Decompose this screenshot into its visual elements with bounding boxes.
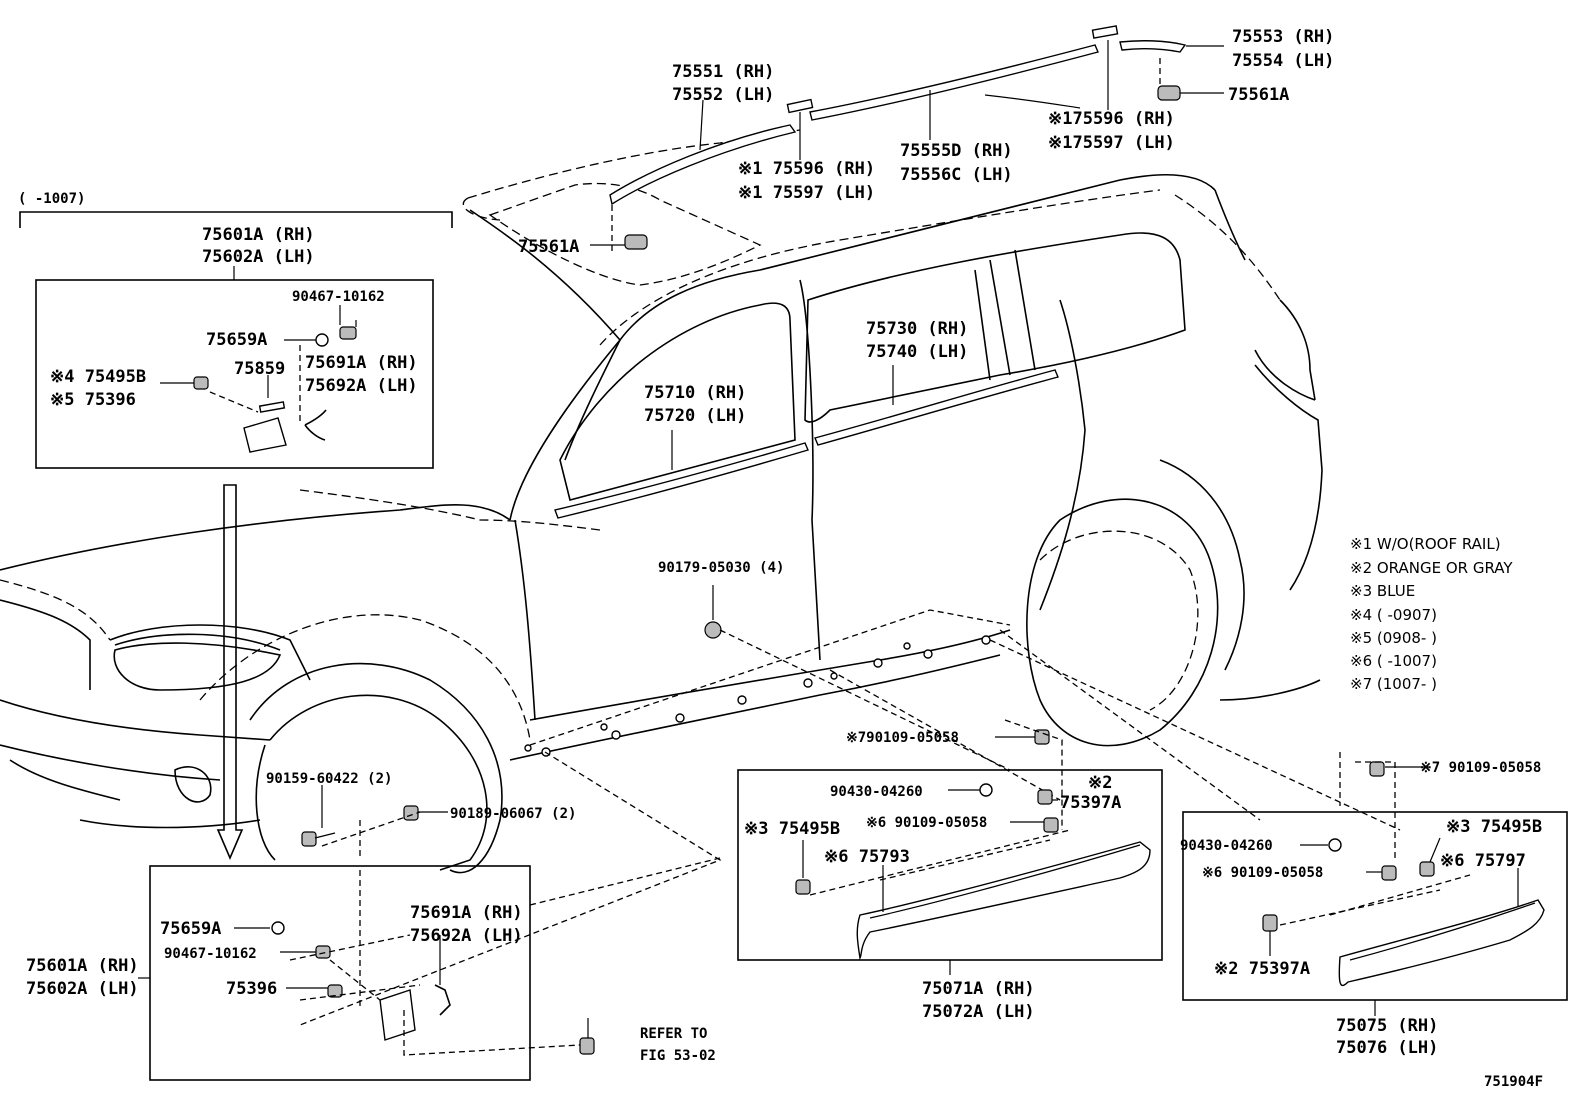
- front-roof-rail: [609, 124, 797, 206]
- label-mid-90430: 90430-04260: [830, 784, 923, 800]
- label-roof-tape-a-lh: ※175597 (LH): [1048, 133, 1175, 153]
- label-rt-90109: ※6 90109-05058: [1202, 865, 1323, 881]
- note-6: ※6 ( -1007): [1350, 652, 1437, 670]
- label-inset-75659a: 75659A: [206, 330, 267, 350]
- label-90159: 90159-60422 (2): [266, 771, 392, 787]
- note-5: ※5 (0908- ): [1350, 629, 1437, 647]
- label-mid-75397a: 75397A: [1060, 793, 1121, 813]
- roof-leaders: [590, 40, 1224, 246]
- roof-tape-center: [786, 98, 814, 114]
- label-75710: 75710 (RH): [644, 383, 746, 403]
- label-mid-75072a: 75072A (LH): [922, 1002, 1035, 1022]
- rear-roof-rail: [1119, 40, 1187, 53]
- label-low-75601a: 75601A (RH): [26, 956, 139, 976]
- label-inset-75691a: 75691A (RH): [305, 353, 418, 373]
- note-1: ※1 W/O(ROOF RAIL): [1350, 535, 1501, 553]
- rear-door-belt-molding: [814, 369, 1059, 446]
- label-refer-fig: FIG 53-02: [640, 1048, 716, 1064]
- label-inset-75495b: ※4 75495B: [50, 367, 146, 387]
- rocker-clips: [299, 585, 1401, 1026]
- label-roof-tape-b-rh: ※1 75596 (RH): [738, 159, 875, 179]
- label-mid-75793: ※6 75793: [824, 847, 910, 867]
- label-75556c: 75556C (LH): [900, 165, 1013, 185]
- middle-inset: [737, 719, 1163, 961]
- label-75561a-rear: 75561A: [1228, 85, 1289, 105]
- label-low-75396: 75396: [226, 979, 277, 999]
- labels: 75553 (RH) 75554 (LH) 75561A 75551 (RH) …: [18, 27, 1543, 1090]
- label-roof-tape-b-lh: ※1 75597 (LH): [738, 183, 875, 203]
- label-inset-75692a: 75692A (LH): [305, 376, 418, 396]
- label-rt-90430: 90430-04260: [1180, 838, 1273, 854]
- note-7: ※7 (1007- ): [1350, 675, 1437, 693]
- label-rt-75397a: ※2 75397A: [1214, 959, 1310, 979]
- top-inset: [19, 211, 453, 469]
- label-mid-90109: ※6 90109-05058: [866, 815, 987, 831]
- label-90179: 90179-05030 (4): [658, 560, 784, 576]
- label-90189: 90189-06067 (2): [450, 806, 576, 822]
- label-75555d: 75555D (RH): [900, 141, 1013, 161]
- label-low-75692a: 75692A (LH): [410, 926, 523, 946]
- label-rt-75797: ※6 75797: [1440, 851, 1526, 871]
- label-mid-75071a: 75071A (RH): [922, 979, 1035, 999]
- label-mid-note2: ※2: [1088, 773, 1112, 793]
- down-arrow: [216, 484, 244, 861]
- label-inset-75396: ※5 75396: [50, 390, 136, 410]
- label-inset-90467: 90467-10162: [292, 289, 385, 305]
- figure-id: 751904F: [1484, 1074, 1543, 1090]
- label-inset-75601a: 75601A (RH): [202, 225, 315, 245]
- label-roof-tape-a-rh: ※175596 (RH): [1048, 109, 1175, 129]
- rear-roof-clip: [1157, 85, 1181, 101]
- label-rt-75075: 75075 (RH): [1336, 1016, 1438, 1036]
- label-75553: 75553 (RH): [1232, 27, 1334, 47]
- label-rt-75076: 75076 (LH): [1336, 1038, 1438, 1058]
- label-refer-to: REFER TO: [640, 1026, 707, 1042]
- wheel-fasteners: [301, 785, 595, 1055]
- label-low-75691a: 75691A (RH): [410, 903, 523, 923]
- center-roof-rail: [809, 44, 1099, 121]
- label-75551: 75551 (RH): [672, 62, 774, 82]
- label-inset-date: ( -1007): [18, 191, 85, 207]
- label-screw-right: ※7 90109-05058: [1420, 760, 1541, 776]
- label-75561a-front: 75561A: [518, 237, 579, 257]
- bottom-inset: [138, 857, 721, 1081]
- label-75552: 75552 (LH): [672, 85, 774, 105]
- label-low-75602a: 75602A (LH): [26, 979, 139, 999]
- label-75730: 75730 (RH): [866, 319, 968, 339]
- front-door-belt-molding: [554, 442, 809, 519]
- note-2: ※2 ORANGE OR GRAY: [1350, 559, 1513, 577]
- rocker-panel-rear: [1338, 899, 1545, 987]
- label-inset-75859: 75859: [234, 359, 285, 379]
- roof-rails: [609, 25, 1187, 255]
- label-inset-75602a: 75602A (LH): [202, 247, 315, 267]
- label-screw-mid: ※790109-05058: [846, 730, 959, 746]
- label-mid-75495b: ※3 75495B: [744, 819, 840, 839]
- vehicle-outline: [0, 129, 1323, 874]
- label-low-90467: 90467-10162: [164, 946, 257, 962]
- belt-moldings: [554, 365, 1059, 519]
- label-75720: 75720 (LH): [644, 406, 746, 426]
- roof-tape-rear: [1091, 25, 1119, 39]
- assembly-leaders: [949, 960, 1376, 1016]
- rocker-panel-mid: [856, 841, 1151, 960]
- label-75740: 75740 (LH): [866, 342, 968, 362]
- label-rt-75495b: ※3 75495B: [1446, 817, 1542, 837]
- rocker-clip-90179: [704, 621, 722, 639]
- label-75554: 75554 (LH): [1232, 51, 1334, 71]
- label-low-75659a: 75659A: [160, 919, 221, 939]
- front-roof-clip: [624, 234, 648, 250]
- note-3: ※3 BLUE: [1350, 582, 1415, 600]
- note-4: ※4 ( -0907): [1350, 606, 1437, 624]
